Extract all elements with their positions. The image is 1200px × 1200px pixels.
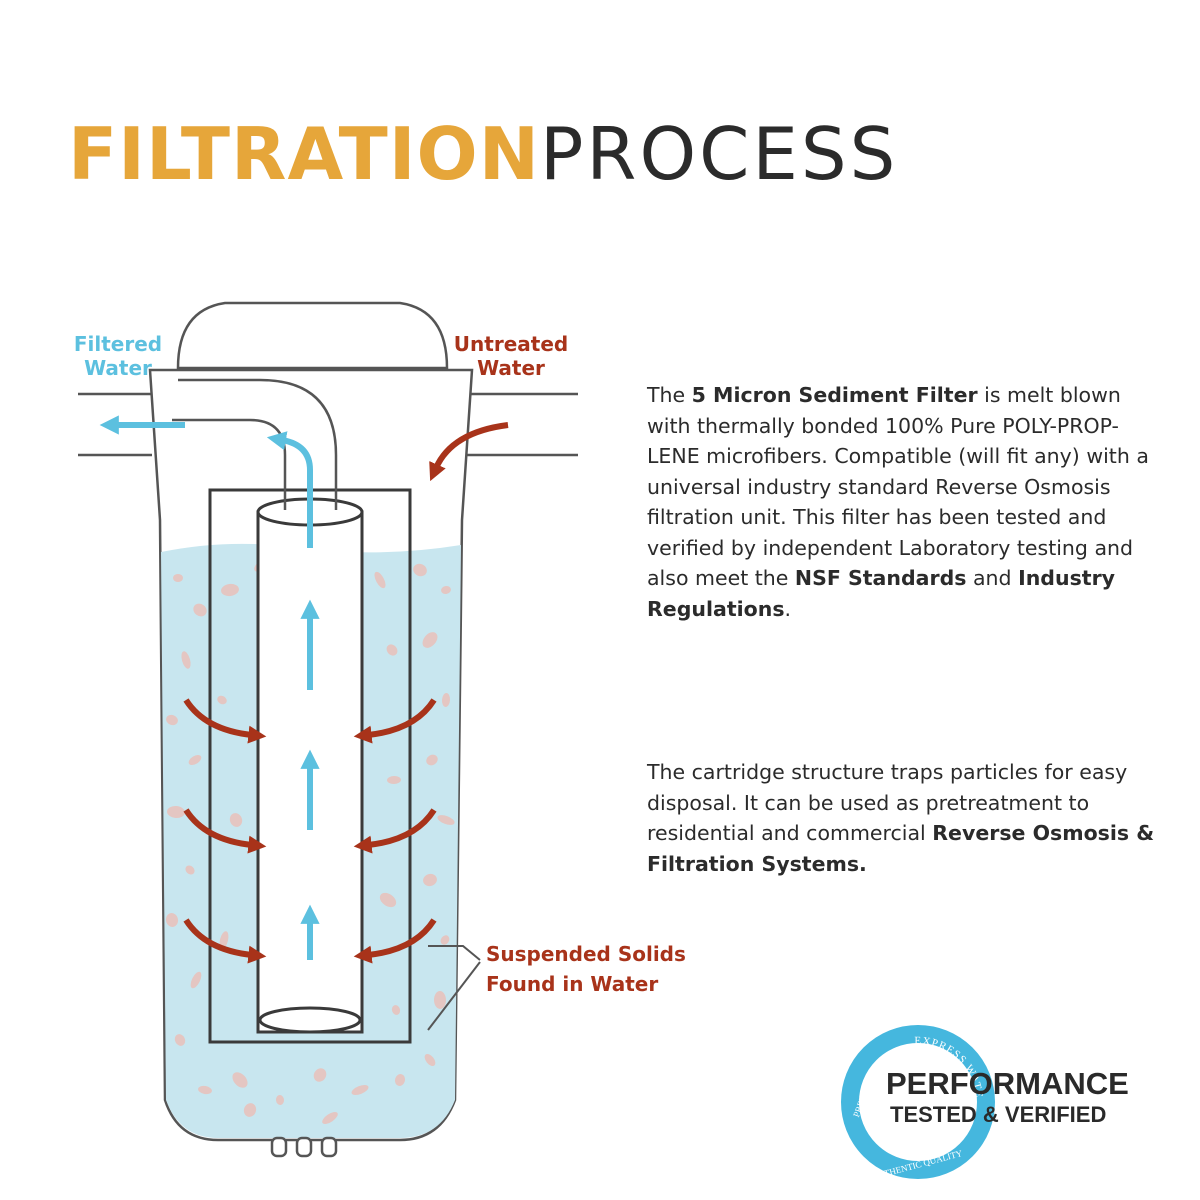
particle	[441, 585, 451, 595]
p1-bold-regulations: Industry Regulations	[647, 566, 1116, 621]
p1-text-2: is melt blown with thermally bonded 100%…	[647, 383, 1149, 590]
p1-text-4: .	[784, 596, 792, 621]
blue-outlet-arrow	[266, 431, 313, 548]
solids-line1: Suspended Solids	[486, 942, 686, 966]
untreated-line2: Water	[477, 356, 545, 380]
p2-bold-systems: Reverse Osmosis & Filtration Systems.	[647, 821, 1155, 876]
particle	[313, 1068, 327, 1082]
flow-arrows	[99, 415, 509, 964]
particle	[181, 651, 191, 669]
particle	[422, 632, 438, 648]
particle	[322, 1111, 338, 1125]
particle	[229, 813, 243, 827]
p1-bold-filter: 5 Micron Sediment Filter	[691, 383, 978, 407]
red-inflow-left-arrow	[183, 918, 267, 964]
particle	[219, 931, 229, 949]
particle	[423, 873, 437, 887]
particle	[165, 913, 179, 927]
suspended-solids-label: Suspended Solids Found in Water	[486, 939, 686, 999]
filtered-line2: Water	[84, 356, 152, 380]
outlet-pipe	[172, 378, 338, 510]
red-inflow-right-arrow	[353, 698, 437, 744]
title-light: PROCESS	[540, 112, 899, 196]
red-inflow-left-arrow	[183, 698, 267, 744]
red-inflow-right-arrow	[353, 808, 437, 854]
p1-bold-nsf: NSF Standards	[794, 566, 967, 590]
housing-cap	[176, 301, 449, 370]
description-paragraph-2: The cartridge structure traps particles …	[647, 757, 1167, 879]
particle	[185, 865, 195, 875]
particle	[174, 1034, 186, 1046]
title-bold: FILTRATION	[68, 112, 540, 196]
particle	[173, 574, 183, 582]
red-inflow-left-arrow	[183, 808, 267, 854]
page-title: FILTRATIONPROCESS	[68, 112, 898, 196]
red-inflow-right-arrow	[353, 918, 437, 964]
particle	[379, 892, 397, 908]
performance-badge: EXPRESS WATER PERFORMANCE TESTED & VERIF…	[834, 1013, 1158, 1186]
particle	[440, 935, 450, 945]
core-bottom-opening	[258, 1006, 362, 1034]
particle	[217, 695, 227, 705]
solids-line2: Found in Water	[486, 972, 659, 996]
particle	[188, 754, 202, 766]
particle	[198, 1085, 212, 1095]
particle	[394, 1074, 406, 1086]
particle	[374, 571, 386, 589]
untreated-in-arrow	[429, 422, 509, 482]
solids-pointer-lower	[427, 961, 481, 1031]
solids-pointer	[428, 945, 481, 961]
untreated-line1: Untreated	[453, 332, 569, 356]
p1-text-1: The	[647, 383, 692, 407]
particle	[441, 693, 451, 707]
particle	[243, 1103, 257, 1117]
particle	[193, 603, 207, 617]
particle	[426, 754, 438, 766]
particle	[166, 714, 178, 726]
p1-text-3: and	[966, 566, 1019, 590]
badge-line1: PERFORMANCE	[886, 1066, 1129, 1101]
particle	[167, 805, 185, 819]
particle	[437, 815, 455, 825]
untreated-water-label: Untreated Water	[450, 332, 572, 380]
particle	[190, 971, 202, 989]
p2-text-1: The cartridge structure traps particles …	[647, 760, 1128, 845]
particle	[351, 1084, 369, 1096]
badge-ring: EXPRESS WATER	[834, 1013, 995, 1179]
particle	[221, 583, 239, 597]
particle	[433, 991, 447, 1009]
filtered-line1: Filtered	[73, 332, 163, 356]
housing-feet	[270, 1136, 338, 1158]
particle	[275, 1095, 285, 1105]
particle	[386, 644, 398, 656]
particle	[387, 775, 401, 785]
description-paragraph-1: The 5 Micron Sediment Filter is melt blo…	[647, 380, 1167, 624]
particle	[424, 1053, 436, 1067]
particle	[391, 1005, 401, 1015]
particle	[232, 1072, 248, 1088]
badge-line2: TESTED & VERIFIED	[890, 1102, 1107, 1127]
filtered-water-label: Filtered Water	[72, 332, 164, 380]
particle	[413, 563, 427, 577]
